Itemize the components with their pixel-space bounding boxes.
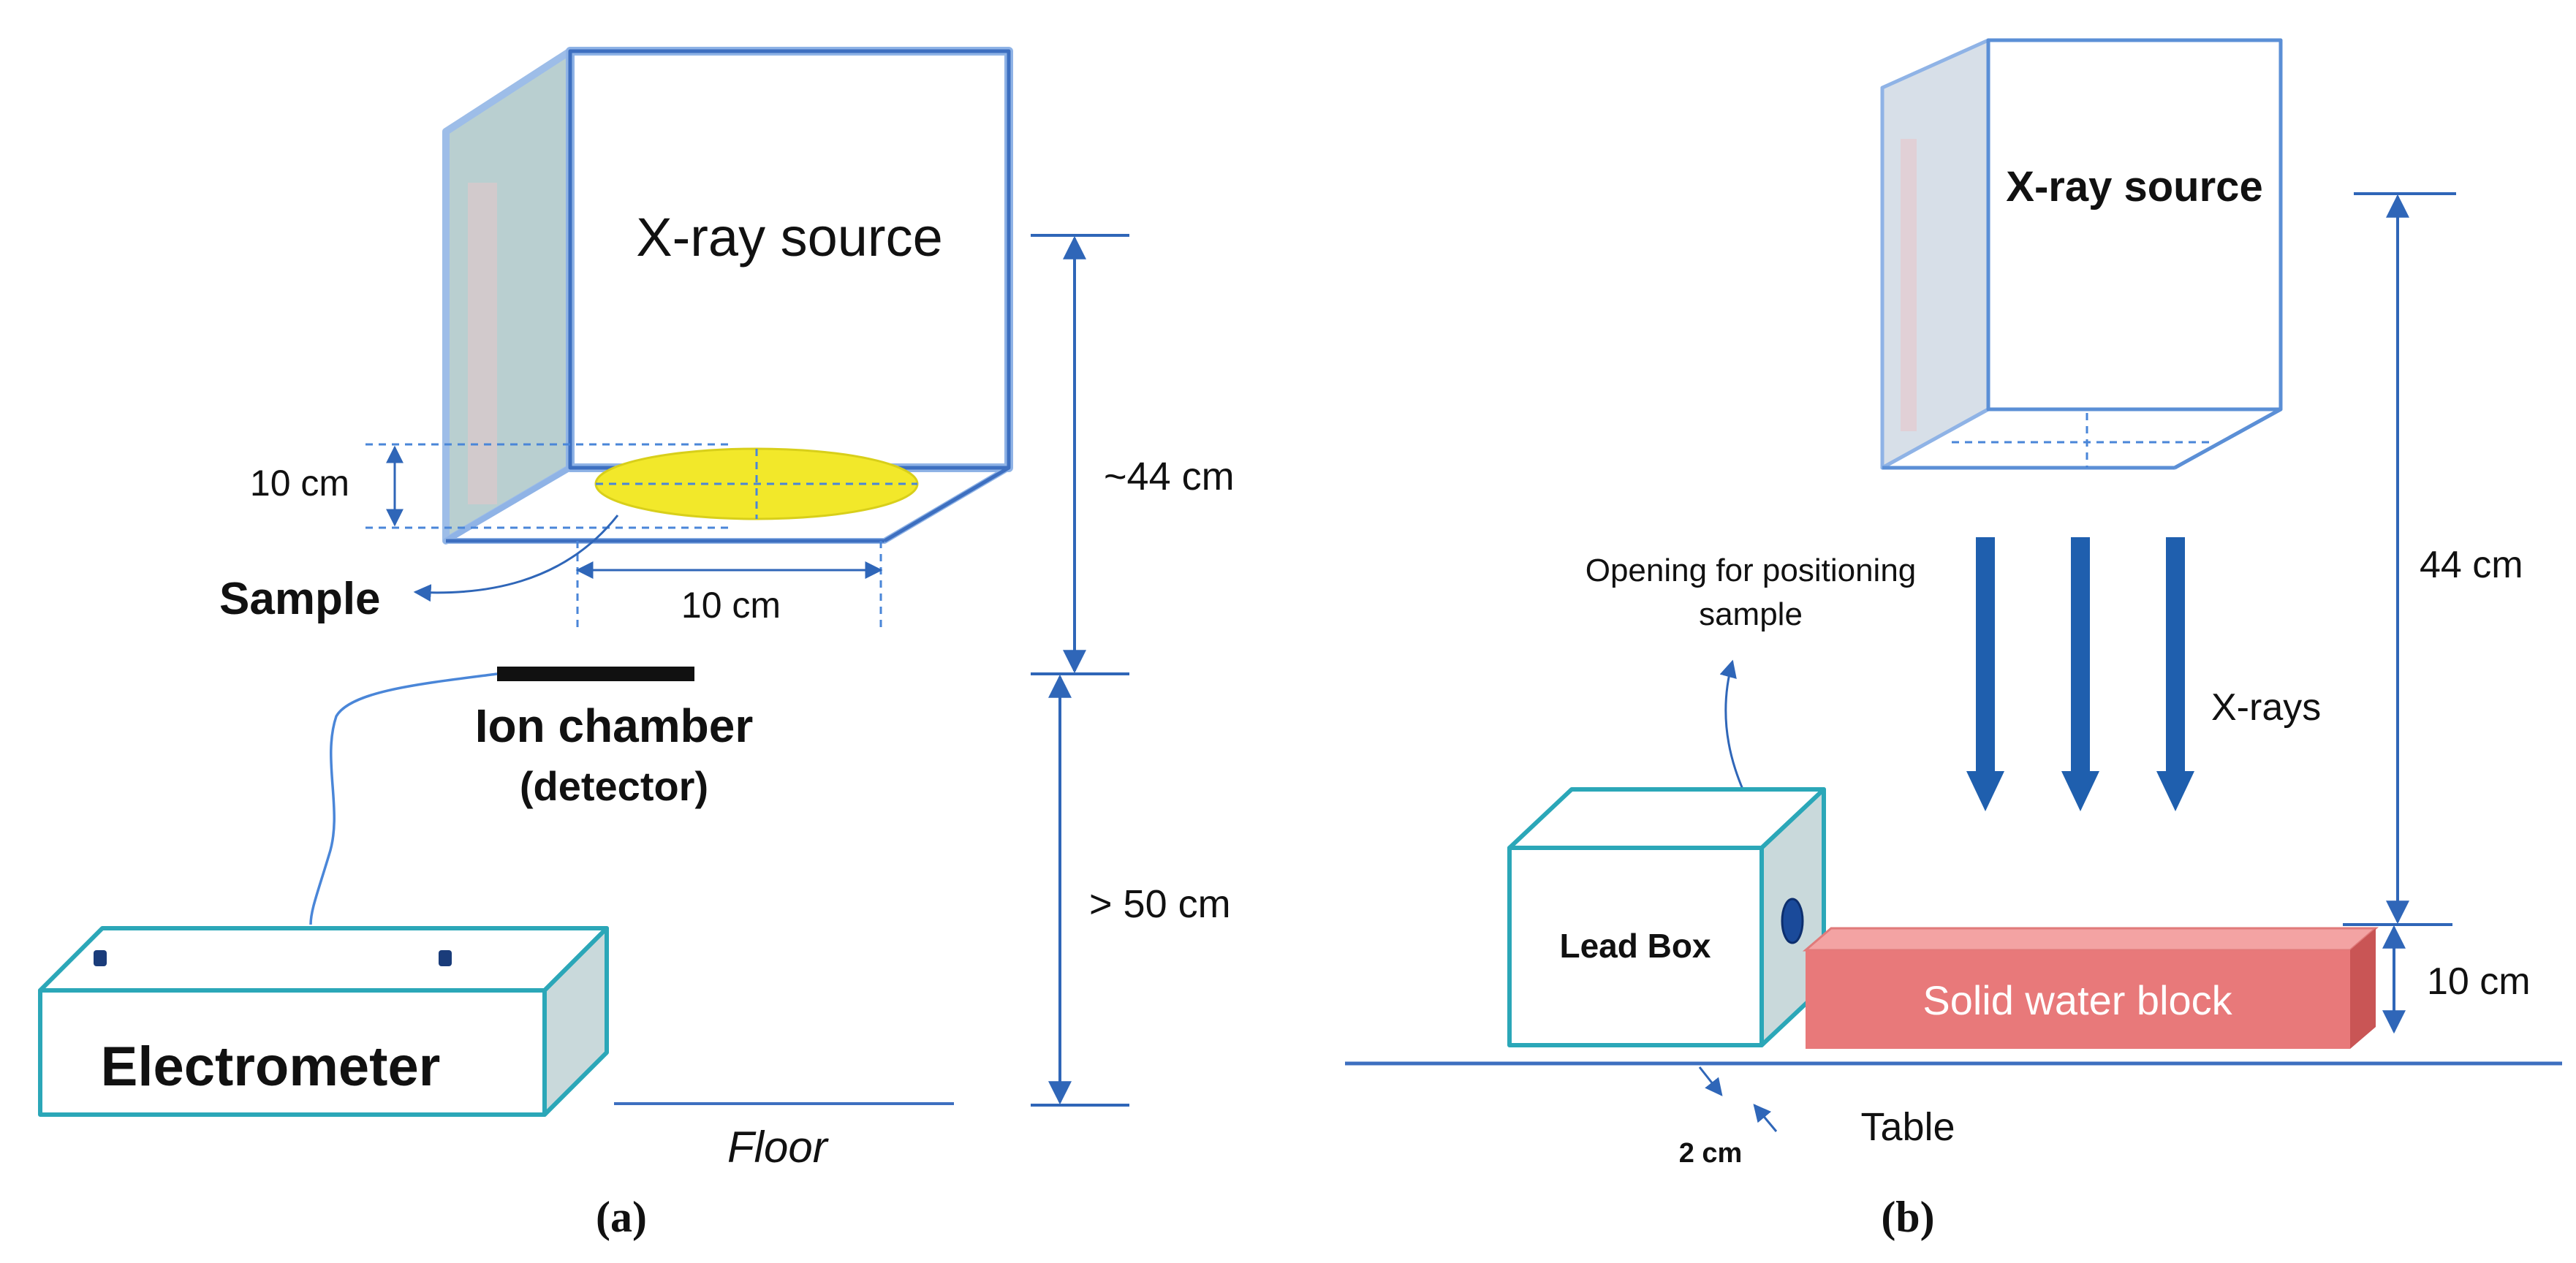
caption-b: (b) (1881, 1193, 1934, 1241)
xray-source-box-b (1880, 38, 2283, 470)
detector-label: (detector) (520, 763, 708, 809)
xray-arrows (1966, 537, 2194, 811)
gap-arrow-left (1698, 1066, 1723, 1096)
gap-label: 2 cm (1679, 1138, 1743, 1169)
detector-cable (309, 672, 498, 925)
source-distance-label: ~44 cm (1104, 455, 1235, 498)
block-height-label: 10 cm (2427, 960, 2531, 1003)
xray-source-label-a: X-ray source (636, 207, 942, 268)
panel-a: X-ray source 10 cm 10 cm Sample ~44 cm >… (38, 47, 1235, 1241)
caption-a: (a) (596, 1193, 647, 1241)
xrays-label: X-rays (2211, 686, 2321, 729)
aperture-width-label: 10 cm (681, 585, 781, 626)
ion-chamber-bar (497, 667, 694, 681)
distance-b-label: 44 cm (2420, 544, 2523, 586)
xray-source-label-b: X-ray source (2006, 163, 2262, 210)
lead-box (1507, 787, 1826, 1047)
aperture-height-label: 10 cm (250, 463, 349, 504)
lead-box-label: Lead Box (1559, 927, 1711, 965)
sample-label: Sample (219, 574, 381, 624)
xray-arrow-1 (1966, 537, 2004, 811)
electrometer-knob-right (439, 950, 452, 966)
lead-box-opening (1781, 898, 1804, 944)
xray-arrow-3 (2156, 537, 2194, 811)
ion-chamber-label: Ion chamber (475, 699, 754, 752)
solid-water-block (1802, 927, 2379, 1049)
electrometer-label: Electrometer (101, 1036, 441, 1098)
electrometer-box (38, 926, 609, 1117)
opening-label-line1: Opening for positioning (1586, 553, 1917, 588)
sample-pointer-arrow (413, 515, 619, 602)
opening-label-line2: sample (1699, 596, 1803, 632)
xray-arrow-2 (2061, 537, 2099, 811)
gap-arrow-right (1753, 1104, 1778, 1132)
floor-label: Floor (727, 1123, 829, 1172)
block-label: Solid water block (1922, 977, 2232, 1023)
floor-distance-label: > 50 cm (1089, 882, 1231, 926)
panel-b: X-ray source 44 cm 10 cm X-rays Op (1345, 38, 2562, 1241)
electrometer-knob-left (94, 950, 107, 966)
table-label: Table (1860, 1105, 1955, 1149)
